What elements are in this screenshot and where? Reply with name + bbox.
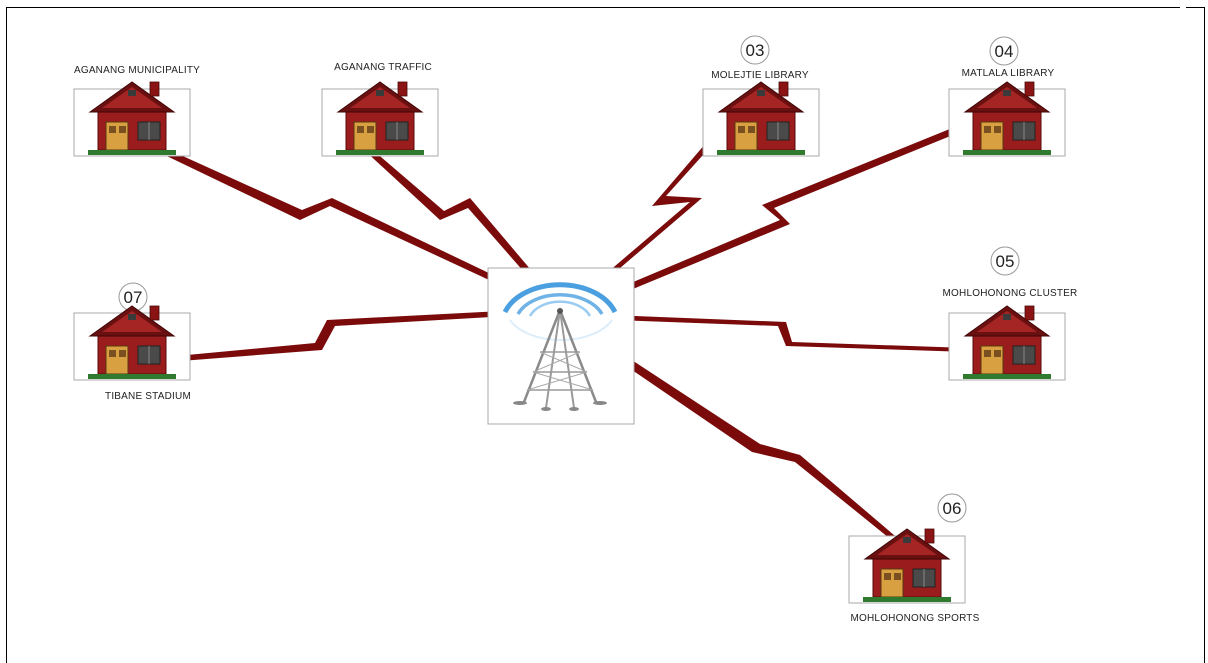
site-matlala-library[interactable]: 04 MATLALA LIBRARY [948, 36, 1066, 157]
site-label: MOHLOHONONG CLUSTER [943, 288, 1078, 299]
tower-frame [487, 267, 635, 425]
site-label: TIBANE STADIUM [105, 391, 191, 402]
link-molejtie-library [560, 122, 730, 316]
site-label: AGANANG TRAFFIC [334, 62, 432, 73]
left-border [6, 7, 7, 663]
site-label: MATLALA LIBRARY [962, 68, 1055, 79]
right-border [1204, 7, 1205, 663]
site-number: 04 [995, 42, 1014, 61]
site-label: MOLEJTIE LIBRARY [711, 70, 809, 81]
site-aganang-traffic[interactable]: AGANANG TRAFFIC [321, 62, 439, 157]
site-label: MOHLOHONONG SPORTS [851, 613, 980, 624]
link-mohlohonong-sports [556, 313, 908, 550]
site-mohlohonong-sports[interactable]: 06 MOHLOHONONG SPORTS [848, 493, 980, 624]
site-aganang-municipality[interactable]: AGANANG MUNICIPALITY [73, 65, 200, 157]
top-border-right [1186, 7, 1205, 8]
site-number: 07 [124, 288, 143, 307]
link-tibane-stadium [155, 308, 560, 363]
site-tibane-stadium[interactable]: 07 TIBANE STADIUM [73, 282, 191, 402]
tower-hub [487, 267, 635, 425]
site-number: 06 [943, 499, 962, 518]
link-aganang-traffic [362, 145, 564, 313]
top-border [6, 7, 1180, 8]
radio-tower-icon [502, 282, 618, 411]
site-label: AGANANG MUNICIPALITY [74, 65, 200, 76]
site-number: 05 [996, 252, 1015, 271]
site-mohlohonong-cluster[interactable]: 05 MOHLOHONONG CLUSTER [943, 246, 1078, 381]
site-molejtie-library[interactable]: 03 MOLEJTIE LIBRARY [702, 35, 820, 157]
link-aganang-municipality [150, 143, 562, 313]
site-number: 03 [746, 41, 765, 60]
